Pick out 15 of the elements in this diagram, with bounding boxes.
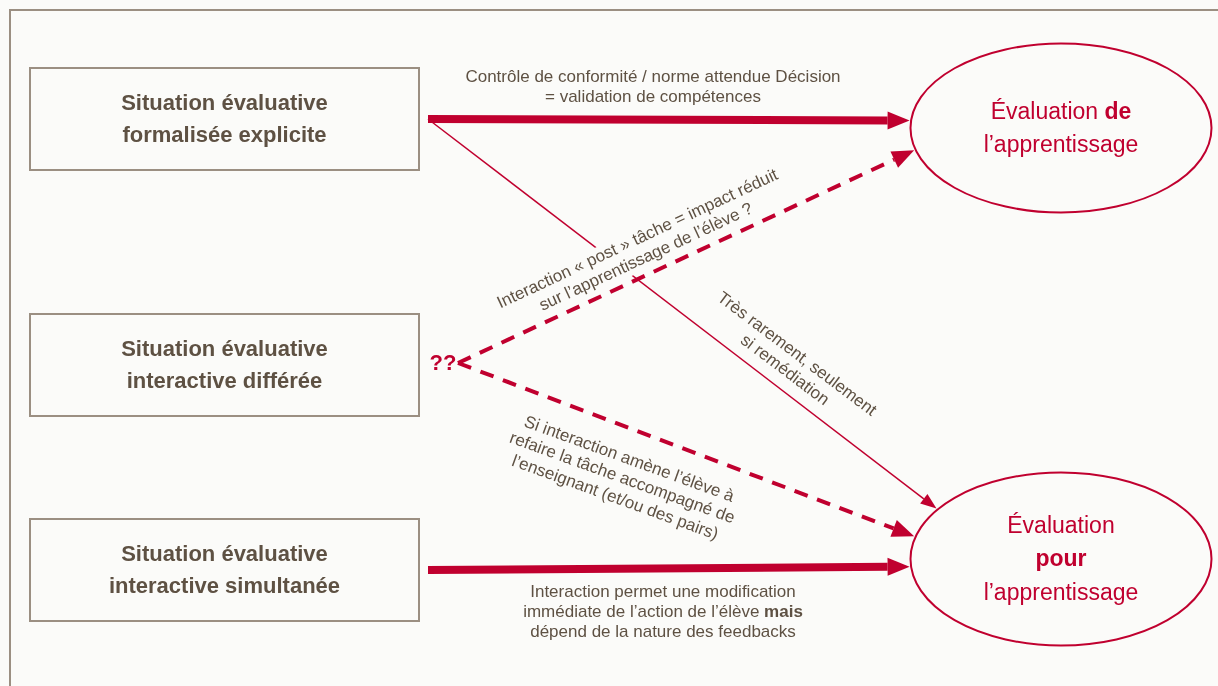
situation-label: Situation évaluative interactive différée bbox=[120, 335, 329, 395]
evaluation-ellipse bbox=[909, 471, 1213, 647]
situation-label: Situation évaluative interactive simultanée bbox=[107, 540, 342, 600]
situation-box bbox=[29, 67, 420, 171]
question-marks: ?? bbox=[428, 348, 458, 378]
arrow bbox=[427, 118, 937, 509]
situation-label: Situation évaluative formalisée explicite bbox=[120, 89, 329, 149]
arrow bbox=[457, 361, 915, 537]
situation-box bbox=[29, 313, 420, 417]
evaluation-title: Évaluation pour l’apprentissage bbox=[983, 511, 1139, 607]
evaluation-title: Évaluation de l’apprentissage bbox=[983, 96, 1139, 159]
evaluation-ellipse bbox=[909, 42, 1213, 214]
arrow bbox=[457, 150, 915, 365]
arrow bbox=[427, 557, 910, 576]
situation-box bbox=[29, 518, 420, 622]
